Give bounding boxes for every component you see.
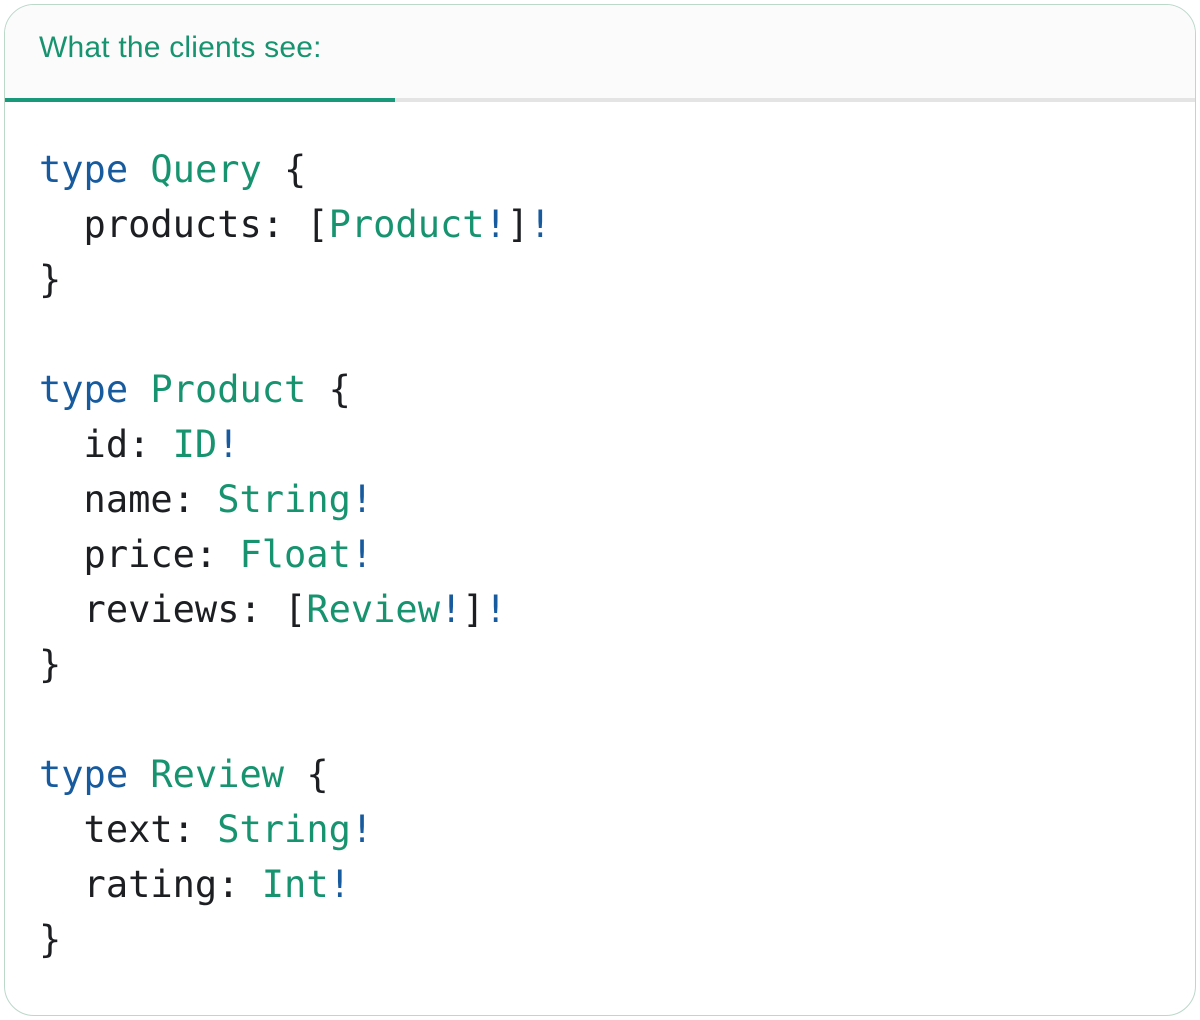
code-token-plain: name: bbox=[39, 478, 218, 521]
code-line: } bbox=[39, 912, 1165, 967]
code-token-type: Review bbox=[306, 588, 440, 631]
code-token-plain: { bbox=[284, 753, 329, 796]
code-line: text: String! bbox=[39, 802, 1165, 857]
code-token-type: String bbox=[217, 808, 351, 851]
code-token-type: String bbox=[217, 478, 351, 521]
tab-what-clients-see[interactable]: What the clients see: bbox=[39, 31, 322, 64]
code-token-type: Product bbox=[328, 203, 485, 246]
code-line: type Query { bbox=[39, 142, 1165, 197]
code-token-plain bbox=[128, 753, 150, 796]
code-line: id: ID! bbox=[39, 417, 1165, 472]
code-token-kw: ! bbox=[350, 808, 374, 851]
code-token-plain: reviews: [ bbox=[39, 588, 307, 631]
code-line: products: [Product!]! bbox=[39, 197, 1165, 252]
tab-active-indicator bbox=[5, 98, 395, 102]
code-token-plain: ] bbox=[462, 588, 485, 631]
code-line: } bbox=[39, 252, 1165, 307]
code-line bbox=[39, 692, 1165, 747]
code-line bbox=[39, 307, 1165, 362]
code-token-kw: ! bbox=[217, 423, 240, 466]
code-token-type: Review bbox=[150, 753, 285, 796]
code-line: price: Float! bbox=[39, 527, 1165, 582]
code-token-plain: } bbox=[39, 643, 62, 686]
code-line: type Product { bbox=[39, 362, 1165, 417]
code-token-type: ID bbox=[172, 423, 218, 466]
code-token-kw: ! bbox=[484, 203, 507, 246]
code-token-plain: { bbox=[261, 148, 307, 191]
code-token-plain: text: bbox=[39, 808, 218, 851]
code-token-kw: ! bbox=[350, 478, 374, 521]
code-token-plain: rating: bbox=[39, 863, 262, 906]
code-token-kw: ! bbox=[529, 203, 552, 246]
code-token-type: Query bbox=[150, 148, 262, 191]
code-token-kw: ! bbox=[439, 588, 463, 631]
tab-bar: What the clients see: bbox=[5, 5, 1195, 102]
code-line: reviews: [Review!]! bbox=[39, 582, 1165, 637]
code-line: } bbox=[39, 637, 1165, 692]
code-token-plain: } bbox=[39, 258, 62, 301]
code-token-kw: type bbox=[39, 753, 129, 796]
code-token-kw: type bbox=[39, 148, 129, 191]
code-line: rating: Int! bbox=[39, 857, 1165, 912]
code-token-type: Float bbox=[239, 533, 351, 576]
code-token-kw: ! bbox=[328, 863, 351, 906]
code-token-plain: } bbox=[39, 918, 62, 961]
code-token-kw: type bbox=[39, 368, 129, 411]
code-token-plain: products: [ bbox=[39, 203, 329, 246]
code-line: name: String! bbox=[39, 472, 1165, 527]
code-token-kw: ! bbox=[484, 588, 507, 631]
code-token-plain: price: bbox=[39, 533, 240, 576]
code-token-plain: id: bbox=[39, 423, 173, 466]
code-line: type Review { bbox=[39, 747, 1165, 802]
code-token-plain bbox=[128, 148, 150, 191]
code-block: type Query { products: [Product!]!} type… bbox=[5, 102, 1195, 967]
code-token-type: Int bbox=[261, 863, 329, 906]
code-token-plain bbox=[128, 368, 150, 411]
code-token-type: Product bbox=[150, 368, 307, 411]
code-token-plain: { bbox=[306, 368, 351, 411]
tab-underline-track bbox=[5, 98, 1195, 102]
code-token-kw: ! bbox=[350, 533, 374, 576]
schema-card: What the clients see: type Query { produ… bbox=[4, 4, 1196, 1016]
code-token-plain: ] bbox=[506, 203, 530, 246]
